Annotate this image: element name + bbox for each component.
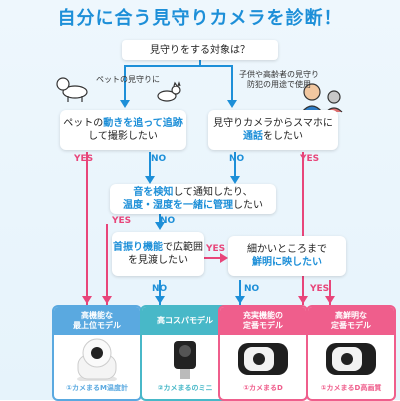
result-card-d-hd[interactable]: 高鮮明な 定番モデル ①カメまるD高画質 bbox=[306, 305, 396, 401]
pan-tilt-camera-icon bbox=[77, 338, 117, 383]
result-card-header: 高コスパモデル bbox=[142, 307, 228, 335]
yes-label-call: YES bbox=[300, 154, 320, 164]
result-card-header: 高鮮明な 定番モデル bbox=[308, 307, 394, 335]
question-sound-temp: 音を検知して通知したり、 温度・湿度を一緒に管理したい bbox=[110, 184, 276, 214]
yes-label-pet: YES bbox=[74, 154, 94, 164]
dome-camera-hd-icon bbox=[326, 343, 376, 375]
no-label-pan: NO bbox=[152, 284, 168, 294]
result-card-d[interactable]: 充実機能の 定番モデル ①カメまるD bbox=[218, 305, 308, 401]
question-pan: 首振り機能で広範囲 を見渡したい bbox=[112, 232, 204, 276]
result-card-m-thermo[interactable]: 高機能な 最上位モデル ①カメまるM温度計 bbox=[52, 305, 142, 401]
result-card-mini[interactable]: 高コスパモデル ②カメまるのミニ bbox=[140, 305, 230, 401]
result-card-name: ①カメまるD高画質 bbox=[312, 381, 390, 395]
no-label-sound: NO bbox=[160, 216, 176, 226]
yes-label-sound: YES bbox=[112, 216, 132, 226]
no-label-call: NO bbox=[229, 154, 245, 164]
result-card-name: ①カメまるD bbox=[224, 381, 302, 395]
cat-icon bbox=[157, 81, 181, 102]
question-clarity: 細かいところまで 鮮明に映したい bbox=[228, 236, 346, 276]
branch-label-family: 子供や高齢者の見守り 防犯の用途で使用 bbox=[239, 70, 319, 89]
dome-camera-icon bbox=[238, 343, 288, 375]
result-card-header: 充実機能の 定番モデル bbox=[220, 307, 306, 335]
question-phone-call: 見守りカメラからスマホに 通話をしたい bbox=[208, 110, 338, 150]
page-title: 自分に合う見守りカメラを診断！ bbox=[57, 8, 343, 29]
result-card-header: 高機能な 最上位モデル bbox=[54, 307, 140, 335]
question-pet-tracking: ペットの動きを追って追跡 して撮影したい bbox=[60, 110, 186, 150]
result-card-name: ①カメまるM温度計 bbox=[58, 381, 136, 395]
dog-icon bbox=[56, 77, 88, 102]
question-root: 見守りをする対象は？ bbox=[122, 40, 278, 60]
no-label-clarity: NO bbox=[244, 284, 260, 294]
question-root-text: 見守りをする対象は？ bbox=[150, 44, 250, 56]
yes-label-clarity: YES bbox=[310, 284, 330, 294]
branch-label-pet: ペットの見守りに bbox=[96, 75, 160, 84]
mini-camera-icon bbox=[174, 341, 196, 379]
no-label-pet: NO bbox=[151, 154, 167, 164]
result-card-name: ②カメまるのミニ bbox=[146, 381, 224, 395]
yes-label-pan: YES bbox=[206, 244, 226, 254]
